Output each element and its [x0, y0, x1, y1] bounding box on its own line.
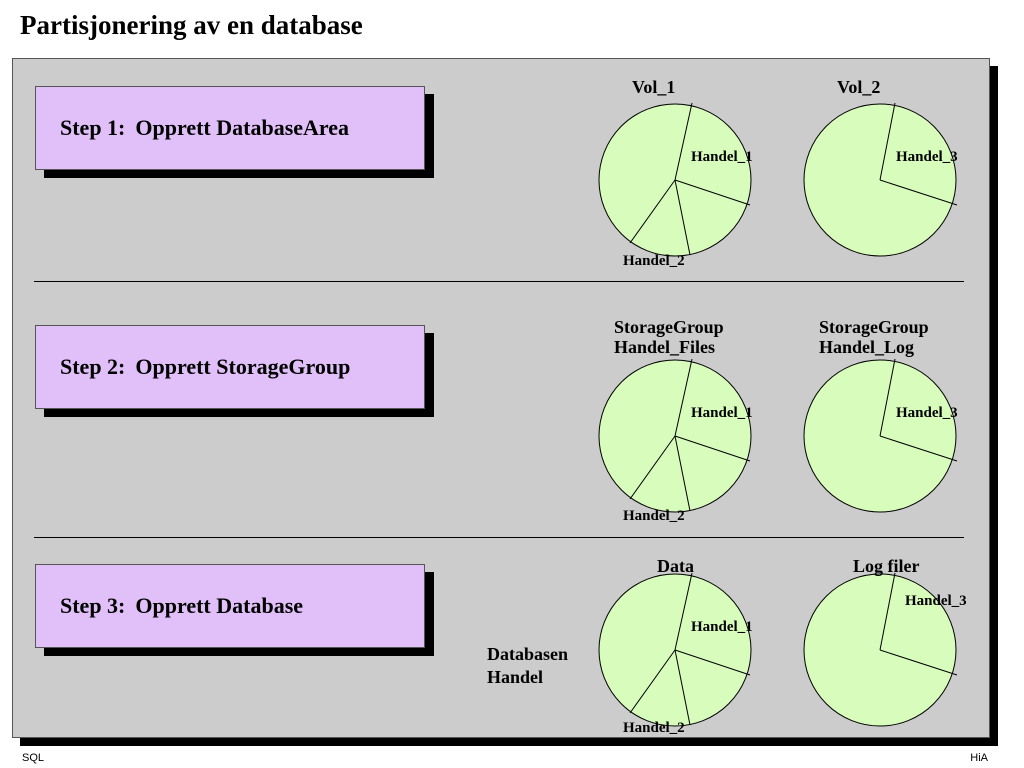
pie-storagegroup-files [598, 358, 752, 513]
row-3-slice-1: Handel_1 [691, 619, 753, 635]
pie-vol-1 [598, 102, 752, 257]
row-2-slice-1: Handel_1 [691, 405, 753, 421]
row-2-left-title: StorageGroup Handel_Files [614, 317, 724, 357]
step-1-text: Opprett DatabaseArea [135, 115, 350, 140]
step-3-number: Step 3: [60, 593, 126, 618]
step-1-box: Step 1: Opprett DatabaseArea [35, 86, 425, 170]
divider-2 [34, 537, 964, 538]
slide-title: Partisjonering av en database [20, 10, 363, 40]
row-1-slice-2: Handel_2 [623, 253, 685, 269]
row-3-slice-2: Handel_2 [623, 720, 685, 736]
pie-storagegroup-log [803, 358, 958, 513]
row-2-right-title: StorageGroup Handel_Log [819, 317, 929, 357]
step-3-text: Opprett Database [135, 593, 304, 618]
pie-data [598, 572, 752, 727]
footer-right: HiA [970, 752, 988, 764]
row-2-slice-3: Handel_3 [896, 405, 958, 421]
database-label: Databasen Handel [487, 644, 569, 688]
step-2-number: Step 2: [60, 354, 126, 379]
row-1-slice-3: Handel_3 [896, 149, 958, 165]
row-2-slice-2: Handel_2 [623, 508, 685, 524]
step-2-text: Opprett StorageGroup [135, 354, 351, 379]
row-3-right-title: Log filer [853, 556, 920, 576]
divider-1 [34, 281, 964, 282]
row-3-left-title: Data [657, 556, 694, 576]
step-3-box: Step 3: Opprett Database [35, 564, 425, 648]
row-1-left-title: Vol_1 [632, 77, 676, 97]
row-1-slice-1: Handel_1 [691, 149, 753, 165]
pie-vol-2 [803, 102, 958, 257]
footer-left: SQL [22, 752, 45, 764]
pie-log-filer [803, 572, 958, 727]
step-2-box: Step 2: Opprett StorageGroup [35, 325, 425, 409]
row-3-slice-3: Handel_3 [905, 593, 967, 609]
row-1-right-title: Vol_2 [837, 77, 881, 97]
step-1-number: Step 1: [60, 115, 126, 140]
